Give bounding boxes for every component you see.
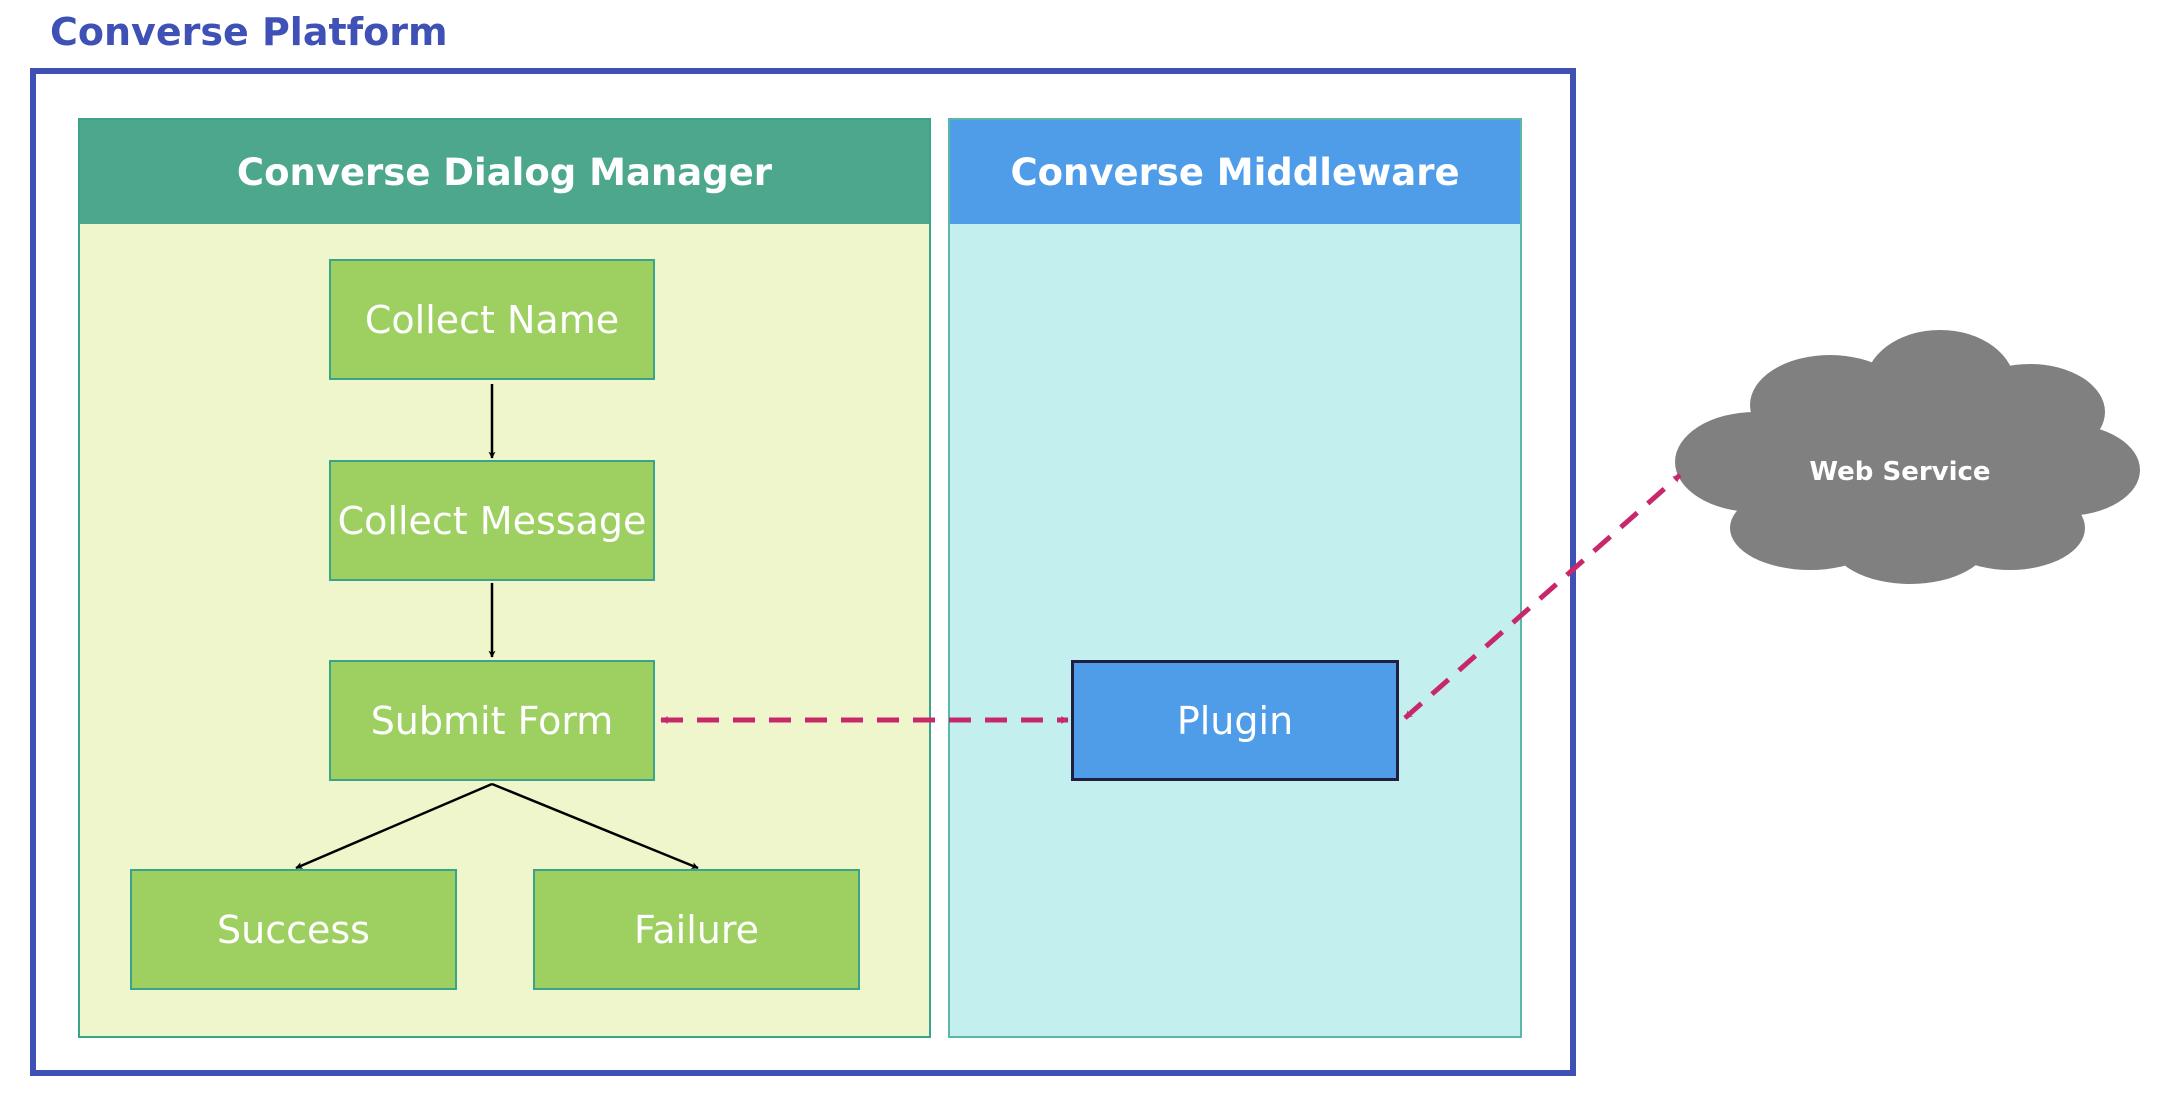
web-service-label: Web Service [1809,457,1991,487]
plugin-node: Plugin [1071,660,1399,781]
success-node: Success [130,869,457,990]
collect-message-node: Collect Message [329,460,655,581]
cloud-shape [1675,330,2140,584]
collect-name-node: Collect Name [329,259,655,380]
link-plugin-web-service [1403,473,1682,720]
dialog-manager-header: Converse Dialog Manager [80,120,929,224]
platform-title: Converse Platform [50,10,448,54]
middleware-header: Converse Middleware [950,120,1520,224]
edge-submit-form-to-failure [491,782,699,870]
edge-submit-form-to-success [295,782,493,870]
failure-node: Failure [533,869,860,990]
middleware-panel: Converse Middleware [948,118,1522,1038]
submit-form-node: Submit Form [329,660,655,781]
